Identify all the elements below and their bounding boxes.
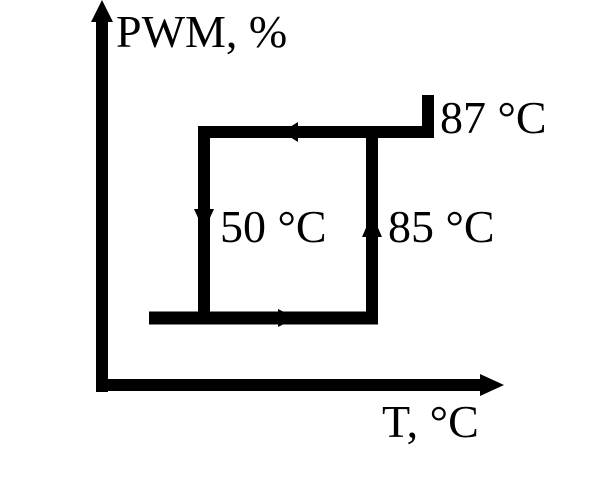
arrow-left-icon <box>282 122 298 142</box>
arrow-up-icon <box>362 214 382 237</box>
x-axis-label: T, °C <box>382 396 479 447</box>
on-threshold-label: 85 °C <box>388 201 495 252</box>
arrow-down-icon <box>194 209 214 231</box>
x-axis-arrow-icon <box>480 374 504 396</box>
arrow-right-icon <box>278 309 296 327</box>
y-axis-label: PWM, % <box>116 6 287 57</box>
max-temp-label: 87 °C <box>440 92 547 143</box>
off-threshold-label: 50 °C <box>220 201 327 252</box>
y-axis-arrow-icon <box>91 0 113 22</box>
